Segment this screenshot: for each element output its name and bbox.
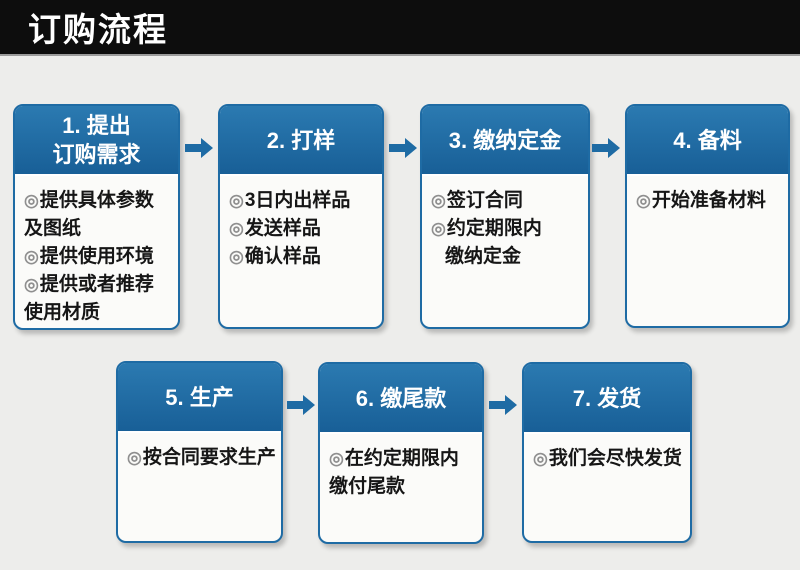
step-detail-line: 使用材质: [24, 299, 172, 327]
step-detail-text: 发送样品: [244, 218, 321, 239]
step-title-line: 2. 打样: [266, 127, 336, 153]
step-box-1-propose-order: 1. 提出订购需求 ◎提供具体参数及图纸◎提供使用环境◎提供或者推荐使用材质: [13, 104, 180, 330]
step-detail-text: 约定期限内: [446, 218, 542, 239]
step-detail-line: ◎签订合同: [431, 187, 582, 215]
step-body: ◎按合同要求生产: [118, 433, 281, 472]
step-box-4-prepare-materials: 4. 备料 ◎开始准备材料: [625, 104, 790, 328]
step-detail-line: ◎约定期限内: [431, 215, 582, 243]
step-body: ◎提供具体参数及图纸◎提供使用环境◎提供或者推荐使用材质: [15, 176, 178, 327]
bullet-icon: ◎: [533, 449, 548, 468]
step-header: 6. 缴尾款: [320, 364, 482, 434]
step-body: ◎开始准备材料: [627, 176, 788, 215]
step-detail-line: ◎3日内出样品: [229, 187, 376, 215]
step-detail-line: ◎提供使用环境: [24, 243, 172, 271]
step-detail-text: 及图纸: [24, 218, 82, 239]
step-title-line: 6. 缴尾款: [355, 385, 447, 411]
step-detail-text: 提供使用环境: [39, 246, 154, 267]
bullet-icon: ◎: [329, 449, 344, 468]
step-header: 1. 提出订购需求: [15, 106, 178, 176]
step-detail-text: 提供具体参数: [39, 190, 154, 211]
step-detail-text: 3日内出样品: [244, 190, 351, 211]
bullet-icon: ◎: [431, 219, 446, 238]
step-detail-text: 使用材质: [24, 302, 101, 323]
bullet-icon: ◎: [636, 191, 651, 210]
step-detail-text: 我们会尽快发货: [548, 448, 682, 469]
step-title-line: 3. 缴纳定金: [448, 127, 562, 153]
step-detail-text: 在约定期限内: [344, 448, 459, 469]
right-arrow-icon: [489, 395, 517, 415]
bullet-icon: ◎: [229, 247, 244, 266]
step-title-line: 1. 提出: [62, 113, 131, 138]
right-arrow-icon: [185, 138, 213, 158]
step-detail-line: 缴付尾款: [329, 473, 476, 501]
bullet-icon: ◎: [229, 191, 244, 210]
step-detail-line: ◎提供或者推荐: [24, 271, 172, 299]
step-detail-line: ◎确认样品: [229, 243, 376, 271]
bullet-icon: ◎: [127, 448, 142, 467]
step-title-line: 订购需求: [52, 142, 141, 167]
step-detail-text: 签订合同: [446, 190, 523, 211]
step-detail-text: 缴纳定金: [445, 246, 522, 267]
step-body: ◎在约定期限内缴付尾款: [320, 434, 482, 501]
step-header: 4. 备料: [627, 106, 788, 176]
step-detail-line: 缴纳定金: [431, 243, 582, 271]
right-arrow-icon: [592, 138, 620, 158]
step-header: 7. 发货: [524, 364, 690, 434]
step-box-5-production: 5. 生产 ◎按合同要求生产: [116, 361, 283, 543]
page-title: 订购流程: [28, 11, 168, 48]
step-header: 3. 缴纳定金: [422, 106, 588, 176]
bullet-icon: ◎: [431, 191, 446, 210]
step-header: 2. 打样: [220, 106, 382, 176]
step-detail-line: ◎开始准备材料: [636, 187, 782, 215]
bullet-icon: ◎: [24, 247, 39, 266]
bullet-icon: ◎: [24, 275, 39, 294]
step-box-3-pay-deposit: 3. 缴纳定金 ◎签订合同◎约定期限内缴纳定金: [420, 104, 590, 329]
bullet-icon: ◎: [229, 219, 244, 238]
step-box-7-shipping: 7. 发货 ◎我们会尽快发货: [522, 362, 692, 543]
step-box-6-pay-balance: 6. 缴尾款 ◎在约定期限内缴付尾款: [318, 362, 484, 544]
right-arrow-icon: [287, 395, 315, 415]
step-detail-line: 及图纸: [24, 215, 172, 243]
step-title-line: 5. 生产: [165, 384, 234, 410]
step-body: ◎3日内出样品◎发送样品◎确认样品: [220, 176, 382, 271]
step-detail-text: 缴付尾款: [329, 476, 406, 497]
step-title-line: 4. 备料: [673, 127, 742, 153]
step-header: 5. 生产: [118, 363, 281, 433]
step-box-2-sampling: 2. 打样 ◎3日内出样品◎发送样品◎确认样品: [218, 104, 384, 329]
step-detail-text: 按合同要求生产: [142, 447, 276, 468]
step-detail-line: ◎在约定期限内: [329, 445, 476, 473]
step-detail-line: ◎提供具体参数: [24, 187, 172, 215]
step-detail-line: ◎我们会尽快发货: [533, 445, 684, 473]
step-body: ◎我们会尽快发货: [524, 434, 690, 473]
step-detail-line: ◎发送样品: [229, 215, 376, 243]
step-body: ◎签订合同◎约定期限内缴纳定金: [422, 176, 588, 271]
step-detail-line: ◎按合同要求生产: [127, 444, 276, 472]
step-detail-text: 确认样品: [244, 246, 321, 267]
step-detail-text: 开始准备材料: [651, 190, 766, 211]
step-title-line: 7. 发货: [572, 385, 642, 411]
bullet-icon: ◎: [24, 191, 39, 210]
title-bar: 订购流程: [0, 0, 800, 56]
step-detail-text: 提供或者推荐: [39, 274, 154, 295]
right-arrow-icon: [389, 138, 417, 158]
